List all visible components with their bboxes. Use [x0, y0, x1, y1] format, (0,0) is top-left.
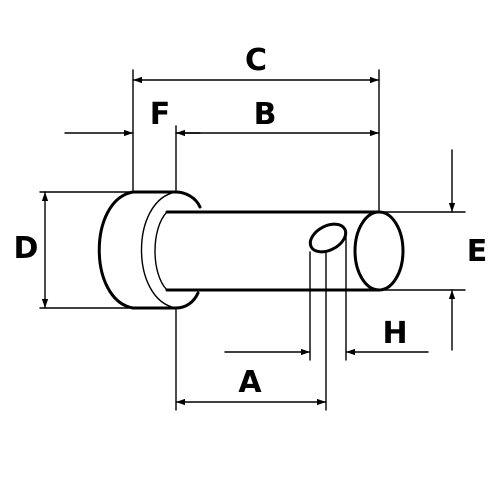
pin-body — [97, 190, 405, 310]
shaft-end-face — [353, 210, 405, 292]
head-inner-face — [140, 191, 177, 309]
extension-lines — [39, 69, 466, 411]
head-bottom-edge — [131, 291, 200, 310]
label-b: B — [254, 97, 277, 132]
label-c: C — [245, 43, 267, 78]
label-d: D — [14, 231, 39, 266]
label-f: F — [150, 97, 171, 132]
shaft-head-fillet — [154, 211, 168, 291]
head-outer-face — [97, 190, 135, 310]
label-e: E — [467, 234, 488, 269]
cross-hole — [308, 222, 348, 254]
label-a: A — [238, 365, 262, 400]
label-h: H — [382, 316, 407, 351]
head-top-edge — [131, 190, 202, 209]
dimension-lines — [41, 76, 456, 406]
dimension-labels: C F B D E H A — [14, 43, 488, 400]
